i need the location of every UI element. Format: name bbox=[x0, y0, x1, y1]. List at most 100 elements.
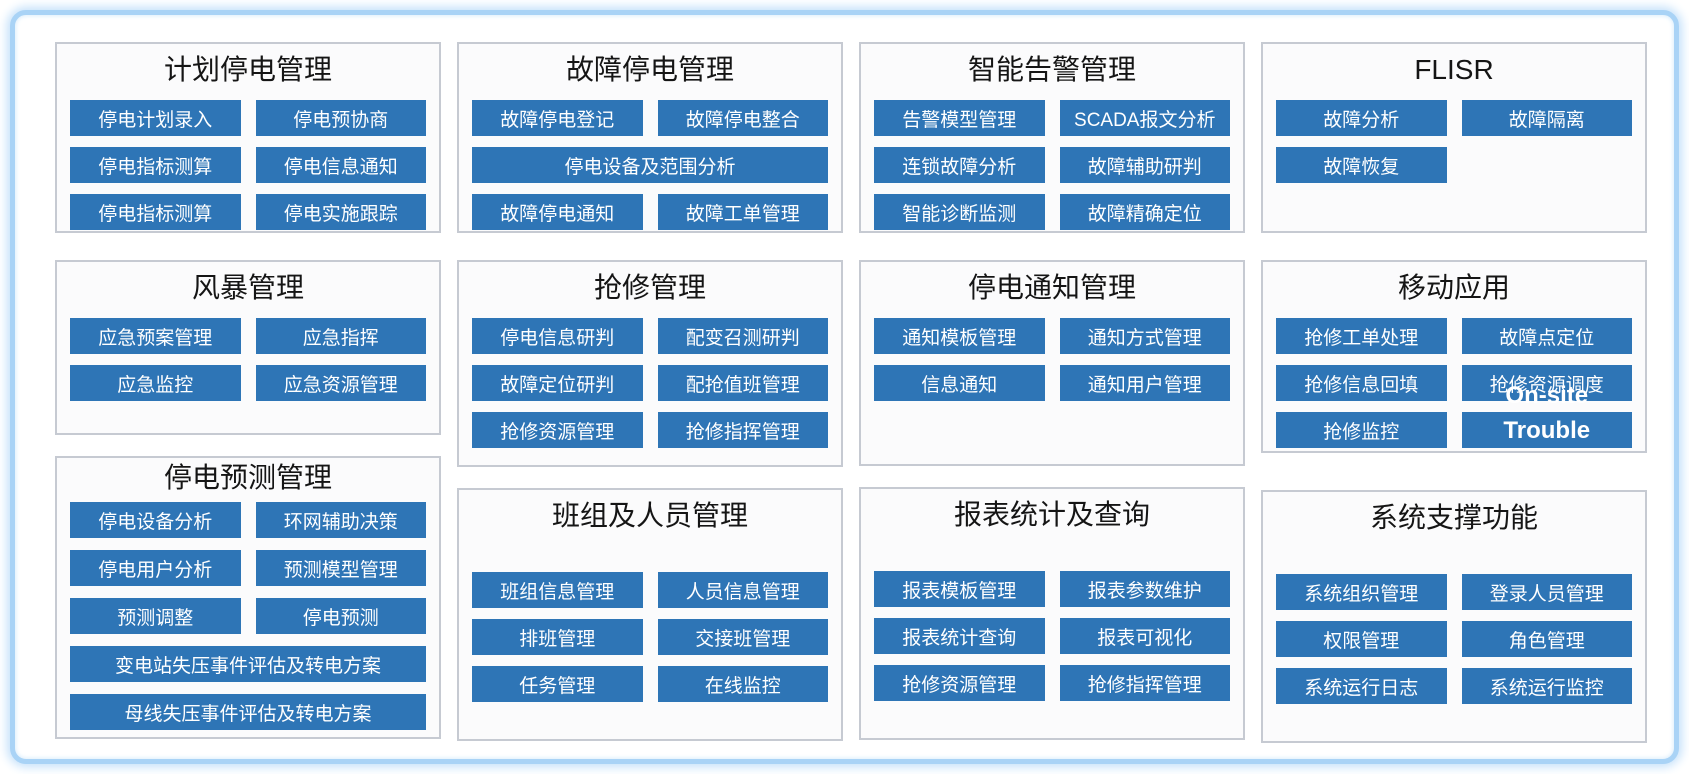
module-button[interactable]: 连锁故障分析 bbox=[874, 147, 1045, 183]
module-button[interactable]: 交接班管理 bbox=[657, 619, 828, 655]
module-button[interactable]: 排班管理 bbox=[472, 619, 643, 655]
module-button[interactable]: 母线失压事件评估及转电方案 bbox=[70, 694, 426, 730]
module-button[interactable]: 报表统计查询 bbox=[874, 618, 1045, 654]
module-button[interactable]: 故障隔离 bbox=[1461, 100, 1632, 136]
module-button[interactable]: 抢修资源调度 bbox=[1461, 365, 1632, 401]
module-button[interactable]: 报表模板管理 bbox=[874, 571, 1045, 607]
module-button[interactable]: 权限管理 bbox=[1276, 621, 1447, 657]
panel-title: 智能告警管理 bbox=[967, 54, 1136, 85]
panel-button-grid: 报表模板管理报表参数维护报表统计查询报表可视化抢修资源管理抢修指挥管理 bbox=[861, 571, 1243, 701]
module-button[interactable]: 抢修资源管理 bbox=[874, 665, 1045, 701]
panel-button-grid: 故障分析故障隔离故障恢复 bbox=[1263, 100, 1645, 183]
module-button[interactable]: 停电用户分析 bbox=[70, 550, 241, 586]
panel-report-statistics-query: 报表统计及查询 报表模板管理报表参数维护报表统计查询报表可视化抢修资源管理抢修指… bbox=[859, 487, 1245, 740]
module-button[interactable]: 变电站失压事件评估及转电方案 bbox=[70, 646, 426, 682]
module-button[interactable]: 故障恢复 bbox=[1276, 147, 1447, 183]
module-button[interactable]: 停电设备分析 bbox=[70, 502, 241, 538]
module-button[interactable]: 配变召测研判 bbox=[657, 318, 828, 354]
panel-button-grid: 停电信息研判配变召测研判故障定位研判配抢值班管理抢修资源管理抢修指挥管理 bbox=[459, 318, 841, 448]
module-button[interactable]: 应急资源管理 bbox=[255, 365, 426, 401]
module-button[interactable]: 故障点定位 bbox=[1461, 318, 1632, 354]
module-button[interactable]: 报表可视化 bbox=[1059, 618, 1230, 654]
panel-storm-mgmt: 风暴管理 应急预案管理应急指挥应急监控应急资源管理 bbox=[55, 260, 441, 435]
module-button[interactable]: 故障定位研判 bbox=[472, 365, 643, 401]
button-label-line: Trouble bbox=[1503, 416, 1591, 444]
module-button[interactable]: 系统运行监控 bbox=[1461, 668, 1632, 704]
module-button[interactable]: 通知用户管理 bbox=[1059, 365, 1230, 401]
module-button[interactable]: 故障停电整合 bbox=[657, 100, 828, 136]
module-button[interactable]: 系统运行日志 bbox=[1276, 668, 1447, 704]
module-button[interactable]: 抢修工单处理 bbox=[1276, 318, 1447, 354]
module-button[interactable]: 应急监控 bbox=[70, 365, 241, 401]
module-button[interactable]: 故障分析 bbox=[1276, 100, 1447, 136]
module-button[interactable]: 登录人员管理 bbox=[1461, 574, 1632, 610]
module-button[interactable]: 信息通知 bbox=[874, 365, 1045, 401]
module-button[interactable]: 抢修信息回填 bbox=[1276, 365, 1447, 401]
panel-outage-notification-mgmt: 停电通知管理 通知模板管理通知方式管理信息通知通知用户管理 bbox=[859, 260, 1245, 466]
module-button[interactable]: 通知模板管理 bbox=[874, 318, 1045, 354]
module-button[interactable]: 停电指标测算 bbox=[70, 194, 241, 230]
panel-button-grid: 停电计划录入停电预协商停电指标测算停电信息通知停电指标测算停电实施跟踪 bbox=[57, 100, 439, 230]
panel-title: 抢修管理 bbox=[593, 272, 706, 303]
module-button[interactable]: 告警模型管理 bbox=[874, 100, 1045, 136]
module-button[interactable]: 班组信息管理 bbox=[472, 572, 643, 608]
panel-planned-outage-mgmt: 计划停电管理 停电计划录入停电预协商停电指标测算停电信息通知停电指标测算停电实施… bbox=[55, 42, 441, 233]
module-button[interactable]: 停电计划录入 bbox=[70, 100, 241, 136]
module-button[interactable]: 停电预测 bbox=[255, 598, 426, 634]
module-button[interactable]: 人员信息管理 bbox=[657, 572, 828, 608]
panel-title: 故障停电管理 bbox=[565, 54, 734, 85]
module-button[interactable]: 停电指标测算 bbox=[70, 147, 241, 183]
panel-team-personnel-mgmt: 班组及人员管理 班组信息管理人员信息管理排班管理交接班管理任务管理在线监控 bbox=[457, 488, 843, 741]
panel-flisr: FLISR 故障分析故障隔离故障恢复 bbox=[1261, 42, 1647, 233]
module-button[interactable]: 报表参数维护 bbox=[1059, 571, 1230, 607]
column-4: FLISR 故障分析故障隔离故障恢复 移动应用 抢修工单处理故障点定位抢修信息回… bbox=[1261, 42, 1647, 743]
panel-title: 移动应用 bbox=[1397, 272, 1510, 303]
module-map: 计划停电管理 停电计划录入停电预协商停电指标测算停电信息通知停电指标测算停电实施… bbox=[15, 15, 1674, 743]
module-button[interactable]: 智能诊断监测 bbox=[874, 194, 1045, 230]
module-button[interactable]: 停电预协商 bbox=[255, 100, 426, 136]
module-button[interactable]: 停电实施跟踪 bbox=[255, 194, 426, 230]
panel-title: 风暴管理 bbox=[191, 272, 304, 303]
module-button[interactable]: 应急指挥 bbox=[255, 318, 426, 354]
module-button[interactable]: 系统组织管理 bbox=[1276, 574, 1447, 610]
column-3: 智能告警管理 告警模型管理 SCADA报文分析连锁故障分析故障辅助研判智能诊断监测… bbox=[859, 42, 1245, 743]
panel-outage-forecast-mgmt: 停电预测管理 停电设备分析环网辅助决策停电用户分析预测模型管理预测调整停电预测变… bbox=[55, 456, 441, 739]
module-button[interactable]: 配抢值班管理 bbox=[657, 365, 828, 401]
panel-button-grid: 系统组织管理登录人员管理权限管理角色管理系统运行日志系统运行监控 bbox=[1263, 574, 1645, 704]
module-button[interactable]: 抢修资源管理 bbox=[472, 412, 643, 448]
module-button[interactable]: SCADA报文分析 bbox=[1059, 100, 1230, 136]
panel-title: 班组及人员管理 bbox=[551, 500, 748, 531]
module-button[interactable]: 停电信息研判 bbox=[472, 318, 643, 354]
module-button[interactable]: 抢修监控 bbox=[1276, 412, 1447, 448]
module-button[interactable]: 任务管理 bbox=[472, 666, 643, 702]
module-button[interactable]: 故障辅助研判 bbox=[1059, 147, 1230, 183]
module-button[interactable]: 通知方式管理 bbox=[1059, 318, 1230, 354]
panel-repair-mgmt: 抢修管理 停电信息研判配变召测研判故障定位研判配抢值班管理抢修资源管理抢修指挥管… bbox=[457, 260, 843, 467]
module-button[interactable]: 停电设备及范围分析 bbox=[472, 147, 828, 183]
panel-title: 停电预测管理 bbox=[163, 462, 332, 493]
module-button[interactable]: 在线监控 bbox=[657, 666, 828, 702]
module-button[interactable]: 故障精确定位 bbox=[1059, 194, 1230, 230]
module-button[interactable]: 预测调整 bbox=[70, 598, 241, 634]
panel-button-grid: 通知模板管理通知方式管理信息通知通知用户管理 bbox=[861, 318, 1243, 401]
module-button[interactable]: 应急预案管理 bbox=[70, 318, 241, 354]
module-button[interactable]: 角色管理 bbox=[1461, 621, 1632, 657]
module-button[interactable]: 环网辅助决策 bbox=[255, 502, 426, 538]
module-button[interactable]: 抢修指挥管理 bbox=[657, 412, 828, 448]
module-map-frame: 计划停电管理 停电计划录入停电预协商停电指标测算停电信息通知停电指标测算停电实施… bbox=[10, 10, 1679, 764]
column-1: 计划停电管理 停电计划录入停电预协商停电指标测算停电信息通知停电指标测算停电实施… bbox=[55, 42, 441, 743]
module-button[interactable]: 抢修指挥管理 bbox=[1059, 665, 1230, 701]
module-button[interactable]: 预测模型管理 bbox=[255, 550, 426, 586]
module-button[interactable]: 故障停电通知 bbox=[472, 194, 643, 230]
button-label-line: On-site bbox=[1505, 381, 1589, 409]
module-button[interactable]: 故障工单管理 bbox=[657, 194, 828, 230]
panel-button-grid: 故障停电登记故障停电整合停电设备及范围分析故障停电通知故障工单管理 bbox=[459, 100, 841, 230]
module-button[interactable]: 故障停电登记 bbox=[472, 100, 643, 136]
module-button[interactable]: 停电信息通知 bbox=[255, 147, 426, 183]
panel-fault-outage-mgmt: 故障停电管理 故障停电登记故障停电整合停电设备及范围分析故障停电通知故障工单管理 bbox=[457, 42, 843, 233]
panel-smart-alarm-mgmt: 智能告警管理 告警模型管理 SCADA报文分析连锁故障分析故障辅助研判智能诊断监测… bbox=[859, 42, 1245, 233]
panel-title: 系统支撑功能 bbox=[1369, 502, 1538, 533]
